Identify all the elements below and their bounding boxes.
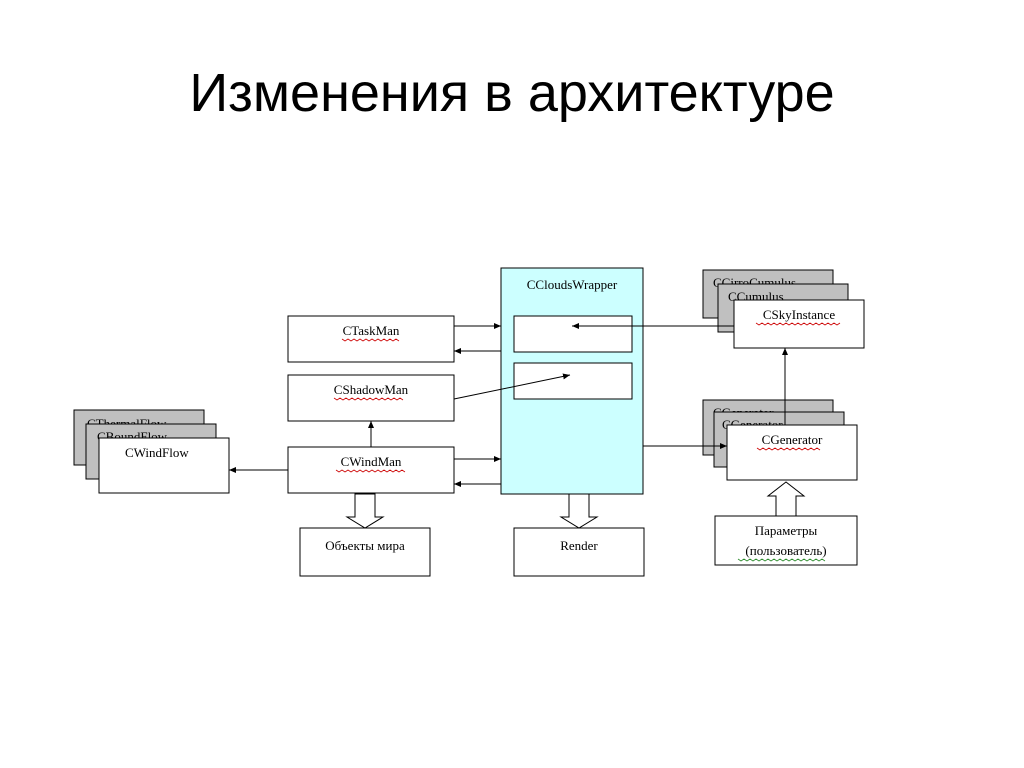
parameters-node: Параметры (пользователь): [714, 515, 858, 566]
parameters-label-line2: (пользователь): [745, 543, 826, 558]
windman-node: CWindMan: [287, 446, 455, 494]
arrow-shadowman-to-wrapper: [453, 373, 571, 400]
shadowman-node: CShadowMan: [287, 374, 455, 422]
generator-stack: CGenerator CGenerator CGenerator: [702, 399, 858, 481]
render-label: Render: [560, 538, 598, 553]
clouds-wrapper-label: CCloudsWrapper: [527, 277, 618, 292]
connectors: [229, 323, 806, 529]
windflow-box: [98, 437, 230, 494]
generator-box: [726, 424, 858, 481]
generator-label: CGenerator: [762, 432, 823, 447]
taskman-label: CTaskMan: [343, 323, 400, 338]
parameters-label-line1: Параметры: [755, 523, 818, 538]
render-node: Render: [513, 527, 645, 577]
windflow-stack: CThermalFlow CBoundFlow CWindFlow: [73, 409, 230, 494]
windman-label: CWindMan: [341, 454, 402, 469]
world-objects-node: Объекты мира: [299, 527, 431, 577]
hollow-arrow-params-to-generator: [766, 481, 806, 517]
taskman-node: CTaskMan: [287, 315, 455, 363]
sky-instance-stack: CCirroCumulus CCumulus CSkyInstance: [702, 269, 865, 349]
windflow-label: CWindFlow: [125, 445, 189, 460]
world-objects-label: Объекты мира: [325, 538, 405, 553]
wrapper-slot-2: [513, 362, 633, 400]
wrapper-slot-1: [513, 315, 633, 353]
hollow-arrow-wrapper-to-render: [559, 493, 599, 529]
shadowman-label: CShadowMan: [334, 382, 409, 397]
hollow-arrow-windman-to-world: [345, 493, 385, 529]
sky-instance-label: CSkyInstance: [763, 307, 835, 322]
clouds-wrapper-node: CCloudsWrapper: [500, 267, 644, 495]
slide-title: Изменения в архитектуре: [189, 63, 835, 123]
